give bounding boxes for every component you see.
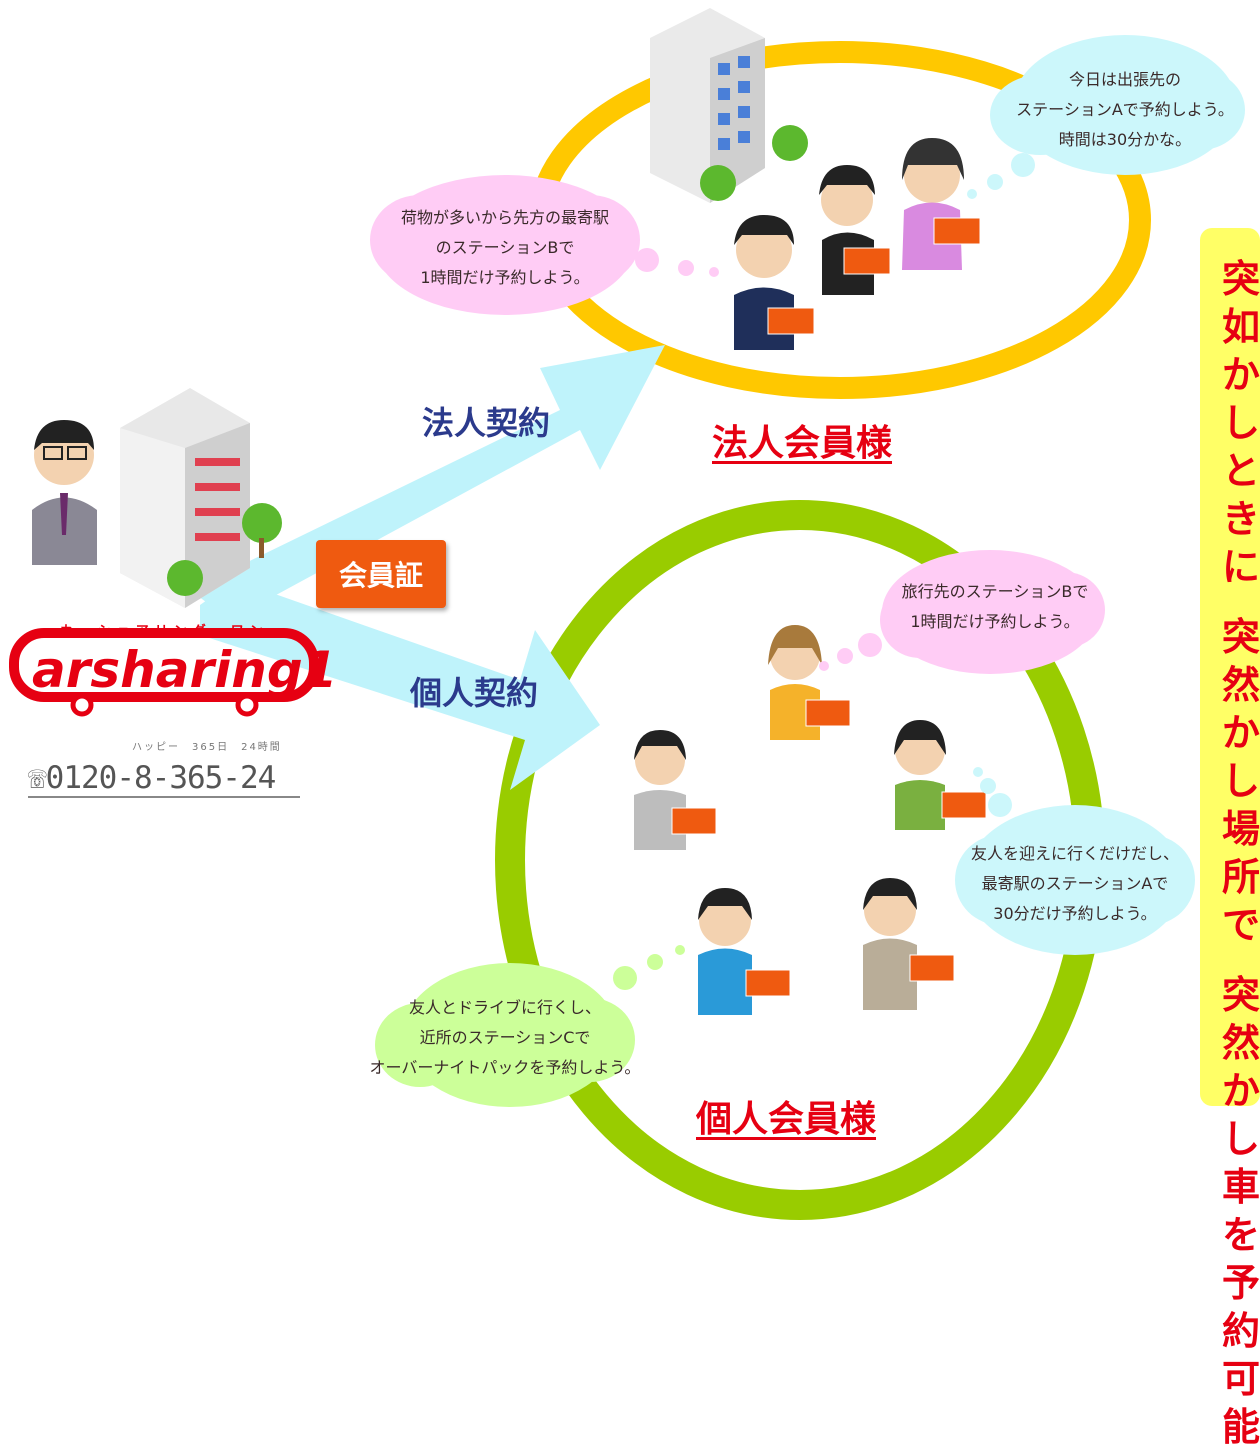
- corporate-contract-arrow: [190, 345, 665, 620]
- side-panel-char: し: [1222, 401, 1260, 445]
- bubble-text-corporate-right: 今日は出張先の ステーションAで予約しよう。 時間は30分かな。: [1013, 62, 1237, 158]
- side-panel-char: か: [1222, 353, 1260, 397]
- bubble-individual-top: [819, 550, 1105, 674]
- bubble-corporate-right: [967, 35, 1245, 199]
- side-panel-char: [1222, 591, 1252, 613]
- bubble-line: 最寄駅のステーションAで: [981, 874, 1169, 893]
- bubble-text-individual-right: 友人を迎えに行くだけだし、 最寄駅のステーションAで 30分だけ予約しよう。: [960, 836, 1190, 932]
- corporate-contract-label: 法人契約: [422, 404, 551, 442]
- side-panel-char: 然: [1222, 663, 1260, 707]
- side-panel-char: 能: [1222, 1405, 1260, 1449]
- bubble-line: 1時間だけ予約しよう。: [910, 612, 1080, 631]
- bubble-text-corporate-left: 荷物が多いから先方の最寄駅 のステーションBで 1時間だけ予約しよう。: [375, 200, 635, 296]
- side-panel-char: 突: [1222, 973, 1260, 1017]
- office-building-icon: [120, 388, 282, 608]
- businessman-icon: [32, 420, 97, 565]
- bubble-line: 30分だけ予約しよう。: [993, 904, 1157, 923]
- bubble-line: 旅行先のステーションBで: [901, 582, 1089, 601]
- side-panel-char: 場: [1222, 807, 1260, 851]
- side-panel-char: 如: [1222, 305, 1260, 349]
- bubble-line: 1時間だけ予約しよう。: [420, 268, 590, 287]
- thought-bubbles: [370, 35, 1245, 1107]
- corporate-people-icon: [734, 138, 981, 350]
- corporate-building-icon: [650, 8, 808, 203]
- phone-number: ☏0120-8-365-24: [28, 760, 300, 798]
- individual-members-title: 個人会員様: [696, 1099, 877, 1140]
- bubble-line: 友人とドライブに行くし、: [408, 998, 601, 1017]
- side-panel-char: し: [1222, 759, 1260, 803]
- side-panel-char: き: [1222, 497, 1260, 541]
- side-panel: [1200, 228, 1260, 1106]
- bubble-line: 荷物が多いから先方の最寄駅: [400, 208, 609, 227]
- side-panel-char: と: [1222, 449, 1260, 493]
- carsharing-logo: arsharing1: [9, 628, 337, 717]
- logo-tagline: ハッピー 365日 24時間: [132, 742, 282, 753]
- corporate-members-title: 法人会員様: [712, 423, 893, 464]
- side-panel-char: を: [1222, 1213, 1260, 1257]
- individual-people-icon: [634, 625, 987, 1015]
- side-panel-char: 予: [1222, 1261, 1260, 1305]
- side-panel-char: 車: [1222, 1165, 1260, 1209]
- side-panel-text: 突如かしときに 突然かし場所で 突然かし車を予約可能: [1222, 255, 1260, 1451]
- bubble-corporate-left: [370, 175, 719, 315]
- side-panel-char: で: [1222, 903, 1260, 947]
- side-panel-char: 可: [1222, 1357, 1260, 1401]
- side-panel-char: 然: [1222, 1021, 1260, 1065]
- side-panel-char: し: [1222, 1117, 1260, 1161]
- side-panel-char: に: [1222, 545, 1260, 589]
- phone-number-text: 0120-8-365-24: [45, 760, 277, 796]
- logo-brand: arsharing1: [32, 641, 337, 699]
- member-card-badge: 会員証: [316, 540, 446, 608]
- bubble-text-individual-left: 友人とドライブに行くし、 近所のステーションCで オーバーナイトパックを予約しよ…: [365, 990, 645, 1086]
- individual-contract-label: 個人契約: [410, 674, 539, 712]
- side-panel-char: [1222, 949, 1252, 971]
- bubble-line: 友人を迎えに行くだけだし、: [970, 844, 1179, 863]
- bubble-line: のステーションBで: [435, 238, 575, 257]
- logo-kana: カーシェアリング・ワン: [60, 624, 269, 639]
- bubble-individual-left: [375, 945, 685, 1107]
- side-panel-char: 突: [1222, 257, 1260, 301]
- bubble-line: ステーションAで予約しよう。: [1016, 100, 1234, 119]
- bubble-individual-right: [955, 767, 1195, 955]
- side-panel-char: 約: [1222, 1309, 1260, 1353]
- bubble-line: 今日は出張先の: [1068, 70, 1181, 89]
- side-panel-char: 所: [1222, 855, 1260, 899]
- bubble-line: 近所のステーションCで: [419, 1028, 591, 1047]
- side-panel-char: か: [1222, 711, 1260, 755]
- side-panel-char: 突: [1222, 615, 1260, 659]
- bubble-line: オーバーナイトパックを予約しよう。: [369, 1058, 641, 1077]
- bubble-line: 時間は30分かな。: [1058, 130, 1192, 149]
- side-panel-char: か: [1222, 1069, 1260, 1113]
- bubble-text-individual-top: 旅行先のステーションBで 1時間だけ予約しよう。: [890, 572, 1100, 642]
